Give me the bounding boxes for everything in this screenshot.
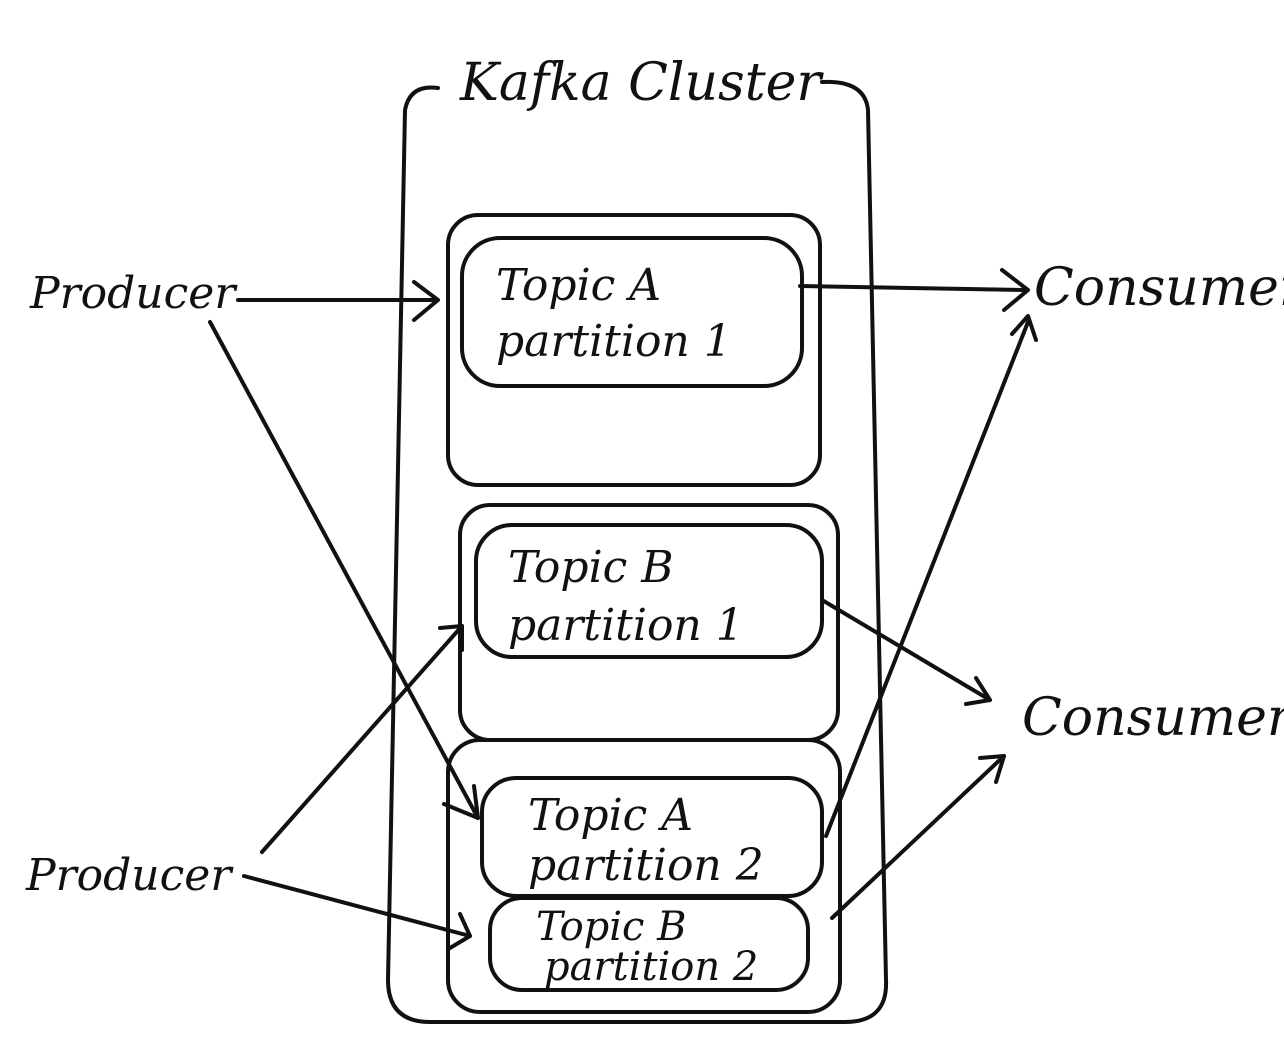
arrow-producer1-to-a2 [208, 320, 480, 820]
producer-label-2: Producer [25, 850, 234, 901]
broker-box-1 [446, 213, 822, 487]
cluster-title: Kafka Cluster [459, 53, 824, 113]
partition-box-b2 [488, 896, 810, 992]
partition-a1-topic: Topic A [496, 260, 661, 311]
arrowhead-b1 [438, 624, 464, 652]
arrow-b1-to-consumer2 [820, 598, 992, 702]
partition-b2-topic: Topic B [536, 904, 687, 950]
arrow-producer2-to-b2 [242, 874, 472, 938]
arrowhead-consumer1-b [1010, 314, 1038, 342]
partition-box-a1 [460, 236, 804, 388]
partition-box-b1 [474, 523, 824, 659]
partition-a2-number: partition 2 [528, 840, 764, 891]
broker-box-3 [446, 738, 842, 1014]
kafka-cluster-box [386, 79, 889, 1024]
arrowhead-consumer2-b [978, 754, 1006, 784]
arrowhead-consumer1 [1000, 268, 1030, 312]
arrow-a2-to-consumer1 [824, 320, 1030, 838]
producer-label-1: Producer [29, 268, 238, 319]
partition-a2-topic: Topic A [528, 790, 693, 841]
arrowhead-b2 [448, 912, 472, 950]
partition-a1-number: partition 1 [496, 316, 732, 367]
arrow-producer2-to-b1 [260, 624, 464, 854]
arrowhead-consumer2 [964, 676, 992, 706]
partition-b1-number: partition 1 [508, 600, 744, 651]
arrowhead-a2 [442, 784, 480, 820]
consumer-label-1: Consumer [1034, 258, 1284, 318]
consumer-label-2: Consumer [1022, 688, 1284, 748]
arrow-a1-to-consumer1 [798, 284, 1028, 292]
arrowhead-a1 [412, 280, 440, 322]
partition-b2-number: partition 2 [544, 944, 758, 990]
arrow-b2-to-consumer2 [830, 754, 1006, 920]
partition-b1-topic: Topic B [508, 542, 674, 593]
